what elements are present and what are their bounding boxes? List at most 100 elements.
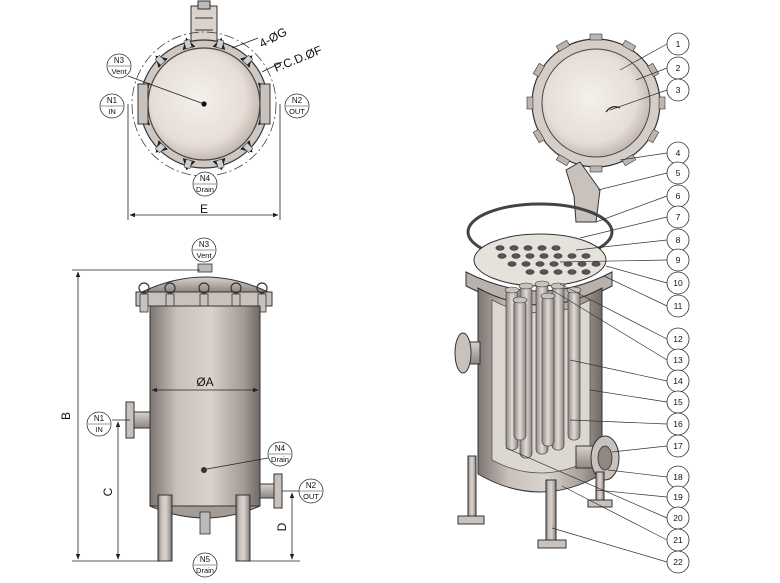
tube-hole — [563, 261, 573, 267]
filter-tube-cap — [534, 280, 550, 288]
side-bolts — [138, 282, 268, 313]
tube-hole — [495, 245, 505, 251]
side-leg-right — [235, 494, 251, 562]
callout-leader — [605, 265, 668, 284]
iso-lid-bolt — [526, 96, 534, 110]
iso-inlet-flange — [454, 332, 472, 374]
tube-hole — [521, 261, 531, 267]
callout-leader — [595, 195, 668, 223]
side-outlet-flange — [273, 473, 283, 509]
side-view: ØA B C D — [59, 263, 300, 562]
tube-hole — [553, 253, 563, 259]
callout-leader — [603, 275, 668, 307]
callout-number: 21 — [673, 535, 683, 545]
dim-e: E — [200, 202, 208, 216]
iso-lid-bolt — [621, 154, 637, 167]
tube-hole — [567, 269, 577, 275]
side-body — [149, 305, 261, 507]
callout-number: 17 — [673, 441, 683, 451]
iso-lid-bolt — [621, 39, 637, 52]
callout-15: 15 — [666, 390, 690, 414]
callout-19: 19 — [666, 485, 690, 509]
top-bolt-nut — [183, 39, 193, 50]
side-bolt-body — [139, 293, 149, 313]
callout-11: 11 — [666, 294, 690, 318]
tube-hole — [581, 253, 591, 259]
iso-lid-bolt — [555, 154, 571, 167]
callout-8: 8 — [666, 228, 690, 252]
tv-n4-badge: N4 Drain — [192, 171, 218, 197]
side-eyebolt — [164, 282, 176, 294]
side-drain-point — [201, 467, 207, 473]
iso-view — [454, 33, 668, 563]
iso-lid-bolt — [532, 62, 545, 78]
callout-number: 19 — [673, 492, 683, 502]
tube-hole — [591, 261, 601, 267]
top-bolt-nut — [215, 39, 225, 50]
tube-hole — [511, 253, 521, 259]
filter-tube-cap — [504, 286, 520, 294]
callout-number: 8 — [676, 235, 681, 245]
svg-text:N2: N2 — [292, 96, 303, 105]
callout-number: 2 — [676, 63, 681, 73]
svg-text:IN: IN — [95, 425, 103, 434]
iso-tube-sheet — [473, 233, 607, 287]
callout-leader — [607, 469, 668, 478]
callout-9: 9 — [666, 248, 690, 272]
iso-lid — [541, 48, 651, 158]
callout-12: 12 — [666, 327, 690, 351]
callout-13: 13 — [666, 348, 690, 372]
side-leg-left — [157, 494, 173, 562]
tube-hole — [539, 253, 549, 259]
callout-number: 3 — [676, 85, 681, 95]
callout-number: 18 — [673, 472, 683, 482]
callout-number: 13 — [673, 355, 683, 365]
iso-lid-bolt — [589, 165, 603, 173]
top-bolt-nut — [183, 158, 193, 169]
callout-7: 7 — [666, 205, 690, 229]
iso-filter-tubes — [504, 280, 582, 459]
top-view: E 4-ØG P.C.D.ØF — [127, 0, 324, 220]
callout-number: 11 — [674, 301, 683, 311]
filter-tube-cap — [540, 292, 556, 300]
callout-22: 22 — [666, 550, 690, 574]
svg-text:N4: N4 — [200, 174, 211, 183]
sv-n5-badge: N5 Drain — [192, 552, 218, 578]
callout-18: 18 — [666, 465, 690, 489]
tube-hole — [525, 269, 535, 275]
callout-21: 21 — [666, 528, 690, 552]
iso-hinge — [565, 161, 601, 223]
callout-leader — [505, 447, 668, 519]
callout-leader — [579, 216, 668, 239]
callout-14: 14 — [666, 369, 690, 393]
svg-text:Vent: Vent — [111, 67, 127, 76]
tube-hole — [497, 253, 507, 259]
svg-text:N1: N1 — [107, 96, 118, 105]
callout-20: 20 — [666, 506, 690, 530]
callout-leader — [609, 89, 668, 111]
tube-hole — [525, 253, 535, 259]
svg-text:Vent: Vent — [196, 251, 212, 260]
filter-tube-cap — [512, 296, 528, 304]
callout-leader — [551, 289, 668, 361]
side-vent-nozzle — [197, 263, 213, 273]
dim-d: D — [275, 522, 289, 531]
svg-text:N2: N2 — [306, 481, 317, 490]
callout-1: 1 — [666, 32, 690, 56]
callout-number: 14 — [673, 376, 683, 386]
callout-10: 10 — [666, 271, 690, 295]
callout-2: 2 — [666, 56, 690, 80]
callout-number: 16 — [673, 419, 683, 429]
dim-b: B — [59, 412, 73, 420]
iso-lid-bolt — [647, 128, 660, 144]
iso-lid-bolt — [555, 39, 571, 52]
top-nozzle-out — [259, 83, 271, 125]
top-bolt-nut — [154, 142, 166, 154]
tube-hole — [553, 269, 563, 275]
filter-tube-cap — [566, 286, 582, 294]
iso-leg-2 — [545, 479, 557, 545]
svg-text:Drain: Drain — [271, 455, 289, 464]
filter-tube-cap — [550, 282, 566, 290]
